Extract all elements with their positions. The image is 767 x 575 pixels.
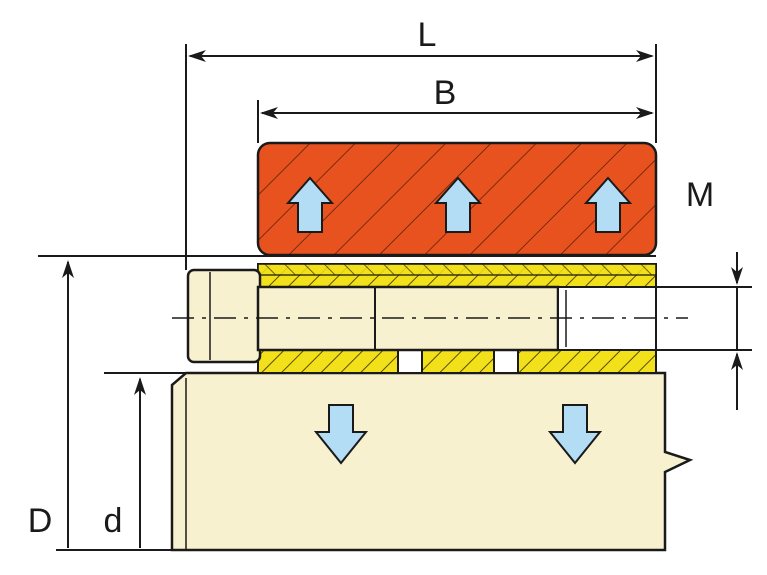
lower-taper-ring <box>257 349 657 374</box>
upper-taper-ring <box>257 255 657 288</box>
arrow-up-icon <box>285 176 633 233</box>
arrow-down-icon <box>313 404 603 465</box>
dimension-lines <box>38 44 752 551</box>
locking-screw <box>172 268 688 364</box>
label-M: M <box>686 176 714 214</box>
label-d: d <box>104 502 123 540</box>
label-B: B <box>434 74 457 112</box>
shaft <box>170 371 694 552</box>
label-D: D <box>28 502 53 540</box>
label-L: L <box>418 16 437 54</box>
